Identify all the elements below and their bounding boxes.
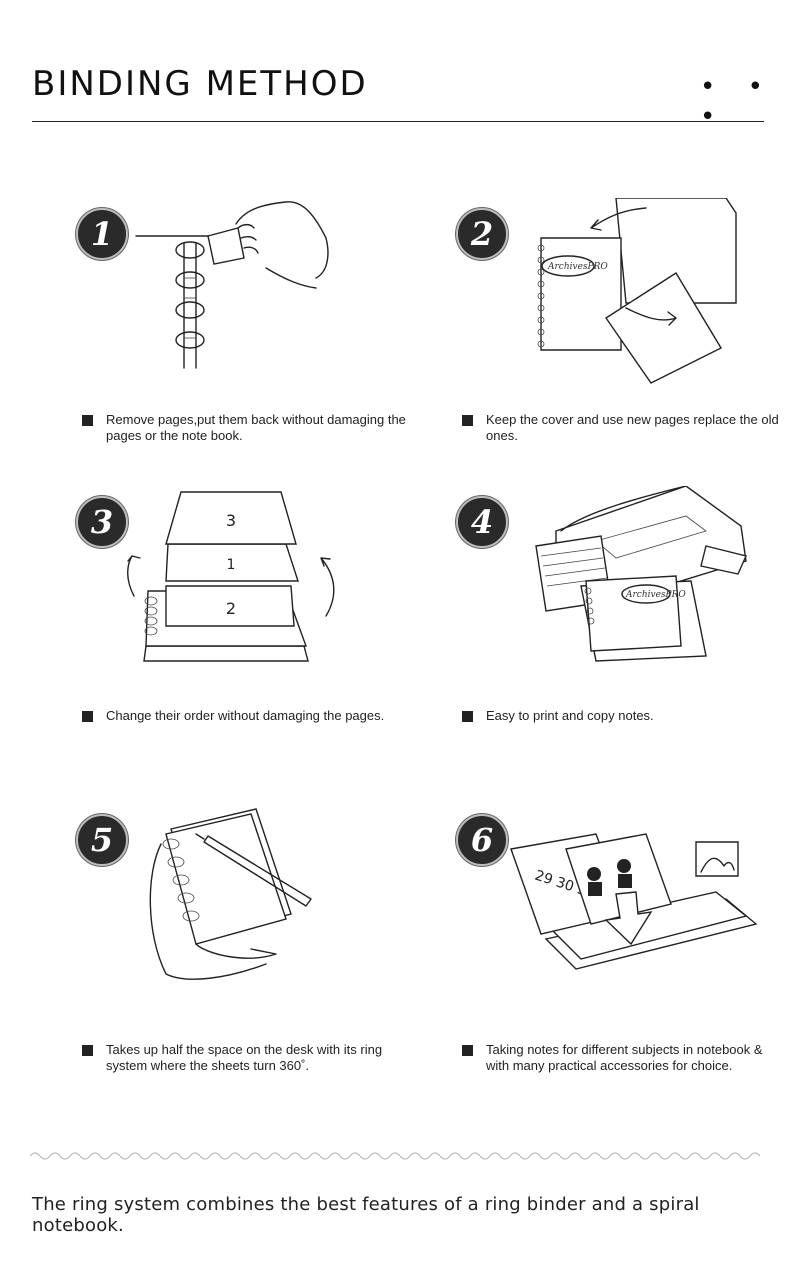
accessories-illustration: 29 30 31 [510, 833, 758, 970]
step-number-badge: 6 [456, 814, 508, 866]
brand-mark-text: ArchivesPRO [625, 590, 686, 600]
remove-pages-illustration [135, 201, 329, 369]
step-5: 5 Takes up half the space on the desk wi… [76, 808, 446, 1104]
replace-pages-illustration: ArchivesPRO [537, 198, 737, 384]
bullet-square-icon [462, 711, 473, 722]
arrow-down-icon [127, 555, 141, 597]
step-6: 6 29 30 31 Taking notes for different su… [456, 814, 790, 1104]
page-mark-2: 2 [226, 599, 236, 618]
header-divider [32, 121, 764, 122]
arrow-up-icon [320, 557, 335, 617]
step-number-badge: 2 [456, 208, 508, 260]
step-4: 4 ArchivesPRO Easy to print and copy not… [456, 486, 790, 786]
reorder-pages-illustration: 3 1 2 [127, 491, 335, 662]
step-number-badge: 4 [456, 496, 508, 548]
bullet-square-icon [82, 1045, 93, 1056]
step-1: 1 Remove pages,put them back without dam… [76, 201, 446, 498]
step-3: 3 3 1 2 Change their order without damag… [76, 491, 446, 786]
footer-tagline: The ring system combines the best featur… [32, 1194, 700, 1236]
page-title: BINDING METHOD [32, 64, 368, 104]
ring-notebook-pen-illustration [149, 808, 312, 980]
step-2: 2 ArchivesPRO Keep the cover and use new… [456, 198, 790, 498]
bullet-square-icon [82, 711, 93, 722]
step-number-badge: 5 [76, 814, 128, 866]
page-mark-1: 1 [227, 557, 236, 573]
print-copy-illustration: ArchivesPRO [535, 486, 747, 662]
step-number-badge: 3 [76, 496, 128, 548]
bullet-square-icon [82, 415, 93, 426]
bullet-square-icon [462, 415, 473, 426]
brand-mark-text: ArchivesPRO [547, 262, 608, 272]
wavy-divider [30, 1152, 760, 1160]
step-number-badge: 1 [76, 208, 128, 260]
more-menu-icon[interactable]: • • • [700, 72, 775, 132]
page-mark-3: 3 [226, 511, 236, 530]
bullet-square-icon [462, 1045, 473, 1056]
